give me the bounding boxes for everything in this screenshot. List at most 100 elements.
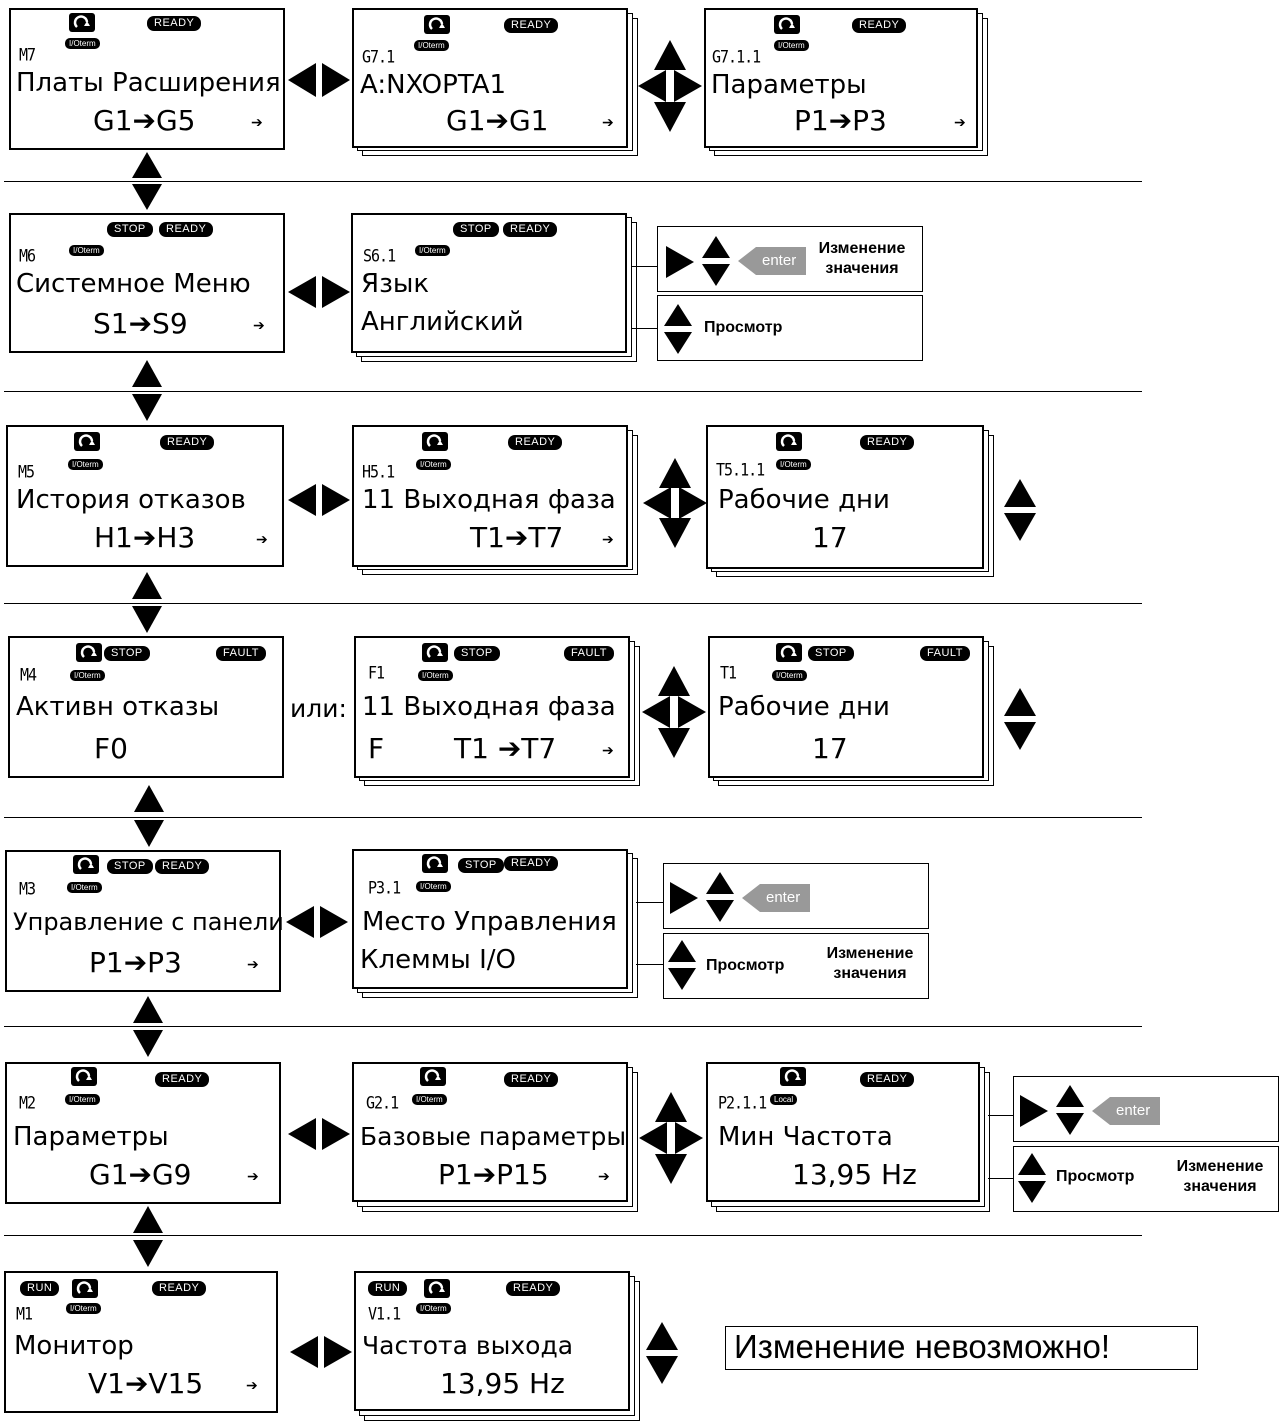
up-down-arrow-icon[interactable] <box>1018 1153 1046 1205</box>
panel-sub-f1: STOP FAULT F1 I/Oterm 11 Выходная фаза F… <box>354 636 630 778</box>
or-label: или: <box>290 694 347 723</box>
panel-value: 17 <box>812 732 848 765</box>
io-term-badge: I/Oterm <box>70 670 105 681</box>
connector-line <box>988 1178 1018 1179</box>
io-term-badge: I/Oterm <box>412 1094 447 1105</box>
status-badge: READY <box>503 222 558 237</box>
rotate-icon <box>422 432 448 451</box>
rotate-icon <box>774 15 800 34</box>
separator-line <box>4 603 1142 604</box>
panel-sub-t1: STOP FAULT T1 I/Oterm Рабочие дни 17 <box>708 636 984 778</box>
status-badge: STOP <box>453 222 499 237</box>
status-badge: READY <box>152 1281 207 1296</box>
up-down-arrow-icon[interactable] <box>668 940 696 992</box>
local-badge: Local <box>770 1094 798 1105</box>
vertical-nav-arrow-icon <box>134 785 164 847</box>
right-arrow-button-icon[interactable] <box>670 882 698 914</box>
panel-menu-m4: STOP FAULT M4 I/Oterm Активн отказы F0 <box>8 636 284 778</box>
panel-value: P1➔P15 <box>438 1158 549 1191</box>
rotate-icon <box>776 643 802 662</box>
panel-menu-m3: STOP READY M3 I/Oterm Управление с панел… <box>5 850 284 992</box>
status-badge: STOP <box>107 222 153 237</box>
io-term-badge: I/Oterm <box>65 1094 100 1105</box>
status-badge: READY <box>860 1072 915 1087</box>
io-term-badge: I/Oterm <box>69 245 104 256</box>
status-badge: STOP <box>454 646 500 661</box>
panel-sub-g7-1-1: READY G7.1.1 I/Oterm Параметры P1➔P3 ➔ <box>704 8 978 148</box>
rotate-icon <box>420 1067 446 1086</box>
horizontal-nav-arrow-icon <box>288 484 350 516</box>
panel-value: S1➔S9 <box>93 307 188 340</box>
connector-line <box>632 266 662 267</box>
io-term-badge: I/Oterm <box>67 882 102 893</box>
panel-sub-g7-1: READY G7.1 I/Oterm A:NXOPTA1 G1➔G1 ➔ <box>352 8 628 148</box>
status-badge: STOP <box>107 859 153 874</box>
separator-line <box>4 817 1142 818</box>
status-badge: READY <box>155 1072 210 1087</box>
enter-button[interactable]: enter <box>738 247 807 275</box>
menu-code: P2.1.1 <box>718 1093 767 1113</box>
separator-line <box>4 1026 1142 1027</box>
status-badge: READY <box>159 222 214 237</box>
panel-sub-g2-1: READY G2.1 I/Oterm Базовые параметры P1➔… <box>352 1062 628 1202</box>
menu-code: M2 <box>19 1093 36 1113</box>
up-down-arrow-icon[interactable] <box>1056 1085 1084 1137</box>
panel-menu-m7: READY M7 I/Oterm Платы Расширения G1➔G5 … <box>9 8 285 150</box>
io-term-badge: I/Oterm <box>414 40 449 51</box>
view-control-box: Просмотр <box>657 295 923 361</box>
panel-title: Активн отказы <box>16 692 220 722</box>
rotate-icon <box>76 643 102 662</box>
up-down-arrow-icon[interactable] <box>702 236 730 288</box>
io-term-badge: I/Oterm <box>418 670 453 681</box>
status-badge: RUN <box>20 1281 60 1296</box>
edit-control-box: enter <box>1013 1076 1279 1142</box>
rotate-icon <box>780 1067 806 1086</box>
rotate-icon <box>422 643 448 662</box>
io-term-badge: I/Oterm <box>776 459 811 470</box>
up-down-nav-arrow-icon <box>1004 479 1036 541</box>
right-arrow-icon: ➔ <box>247 1168 259 1184</box>
rotate-icon <box>424 15 450 34</box>
menu-code: M1 <box>16 1304 33 1324</box>
status-badge: FAULT <box>920 646 970 661</box>
rotate-icon <box>73 855 99 874</box>
panel-value: G1➔G9 <box>89 1158 192 1191</box>
fault-prefix: F <box>368 732 385 765</box>
vertical-nav-arrow-icon <box>133 1206 163 1267</box>
io-term-badge: I/Oterm <box>65 38 100 49</box>
view-label: Просмотр <box>706 957 785 974</box>
io-term-badge: I/Oterm <box>416 459 451 470</box>
panel-title: Управление с панели <box>13 908 284 936</box>
right-arrow-icon: ➔ <box>253 317 265 333</box>
panel-sub-p2-1-1: READY P2.1.1 Local Мин Частота 13,95 Hz <box>706 1062 980 1202</box>
panel-value: G1➔G1 <box>446 104 549 137</box>
status-badge: READY <box>504 18 559 33</box>
panel-value: Английский <box>361 307 524 337</box>
menu-code: T1 <box>720 663 737 683</box>
status-badge: READY <box>504 856 559 871</box>
status-badge: READY <box>155 859 210 874</box>
right-arrow-icon: ➔ <box>954 114 966 130</box>
panel-value: 13,95 Hz <box>792 1158 917 1191</box>
four-way-nav-arrow-icon <box>639 1092 703 1184</box>
panel-sub-v1-1: RUN READY V1.1 I/Oterm Частота выхода 13… <box>354 1271 630 1411</box>
panel-title: A:NXOPTA1 <box>360 70 507 100</box>
rotate-icon <box>71 1067 97 1086</box>
right-arrow-button-icon[interactable] <box>666 246 694 278</box>
panel-title: Мин Частота <box>718 1122 893 1152</box>
up-down-arrow-icon[interactable] <box>706 872 734 924</box>
up-down-arrow-icon[interactable] <box>664 304 692 356</box>
panel-title: Рабочие дни <box>718 485 890 515</box>
io-term-badge: I/Oterm <box>415 245 450 256</box>
menu-code: H5.1 <box>362 462 395 482</box>
io-term-badge: I/Oterm <box>774 40 809 51</box>
right-arrow-button-icon[interactable] <box>1020 1095 1048 1127</box>
horizontal-nav-arrow-icon <box>288 276 350 308</box>
horizontal-nav-arrow-icon <box>288 1118 350 1150</box>
io-term-badge: I/Oterm <box>416 1303 451 1314</box>
rotate-icon <box>69 13 95 32</box>
